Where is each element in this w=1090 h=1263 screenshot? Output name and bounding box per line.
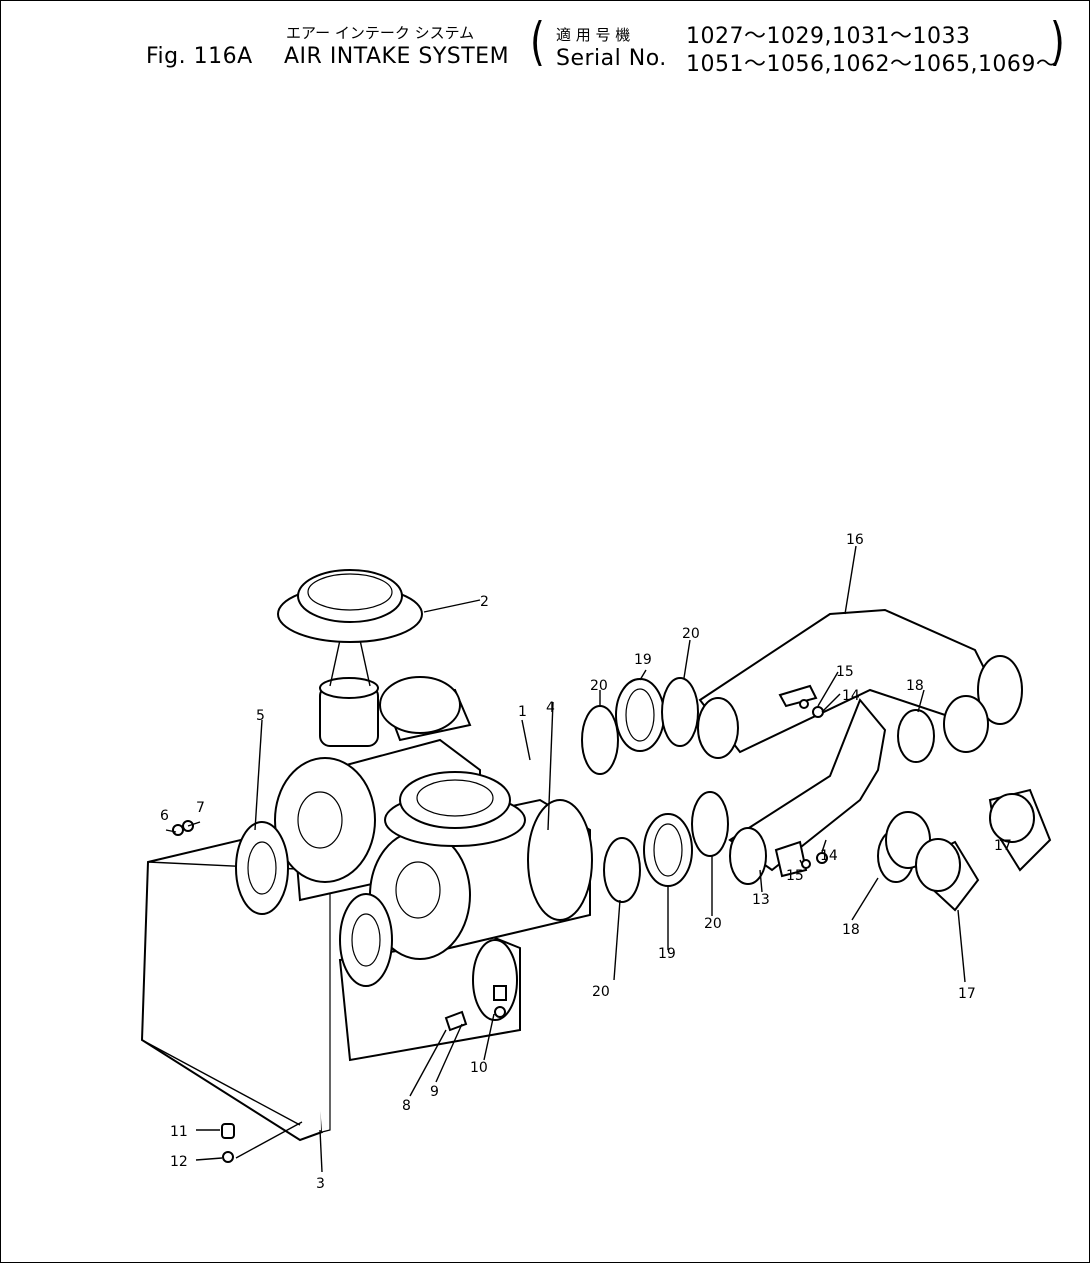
intake-cap-part2 (277, 569, 423, 747)
bolt-part6-7 (172, 820, 194, 836)
callout-19a: 19 (634, 652, 652, 668)
callout-18a: 18 (906, 678, 924, 694)
callout-18b: 18 (842, 922, 860, 938)
callout-20c: 20 (704, 916, 722, 932)
callout-20b: 20 (682, 626, 700, 642)
callout-14b: 14 (820, 848, 838, 864)
callout-labels: 1 2 3 4 5 6 7 8 9 10 11 12 13 14 14 15 1… (160, 532, 1012, 1192)
callout-20d: 20 (592, 984, 610, 1000)
callout-19b: 19 (658, 946, 676, 962)
serial-range-line2: 1051～1056,1062～1065,1069～ (686, 52, 1059, 77)
callout-6: 6 (160, 808, 169, 824)
callout-15a: 15 (836, 664, 854, 680)
hose-clamp-upper (581, 677, 699, 775)
flange-part5 (235, 821, 393, 987)
leader-lines (165, 545, 1013, 1173)
figure-number: Fig. 116A (146, 44, 253, 69)
serial-range-line1: 1027～1029,1031～1033 (686, 24, 971, 49)
callout-1: 1 (518, 704, 527, 720)
bolts-part11-12 (221, 1123, 235, 1163)
callout-8: 8 (402, 1098, 411, 1114)
callout-10: 10 (470, 1060, 488, 1076)
callout-2: 2 (480, 594, 489, 610)
figure-title: AIR INTAKE SYSTEM (284, 44, 510, 69)
callout-16: 16 (846, 532, 864, 548)
callout-14a: 14 (842, 688, 860, 704)
callout-20a: 20 (590, 678, 608, 694)
callout-4: 4 (546, 700, 555, 716)
callout-9: 9 (430, 1084, 439, 1100)
serial-label: Serial No. (556, 46, 667, 71)
callout-17a: 17 (994, 838, 1012, 854)
title-japanese: エアー インテーク システム (286, 24, 475, 42)
elbow-part17 (915, 788, 1052, 912)
callout-12: 12 (170, 1154, 188, 1170)
callout-3: 3 (316, 1176, 325, 1192)
close-paren: ) (1050, 12, 1065, 72)
air-cleaner-front (369, 771, 593, 960)
hose-clamp-lower (603, 791, 729, 903)
callout-11: 11 (170, 1124, 188, 1140)
callout-17b: 17 (958, 986, 976, 1002)
callout-13: 13 (752, 892, 770, 908)
bolts-part14-15 (799, 699, 828, 869)
applicable-serial-label-jp: 適 用 号 機 (556, 26, 631, 44)
callout-7: 7 (196, 800, 205, 816)
callout-5: 5 (256, 708, 265, 724)
callout-15b: 15 (786, 868, 804, 884)
open-paren: ( (530, 12, 545, 72)
pipe-part13 (728, 698, 887, 885)
pipe-part16 (697, 608, 1023, 759)
